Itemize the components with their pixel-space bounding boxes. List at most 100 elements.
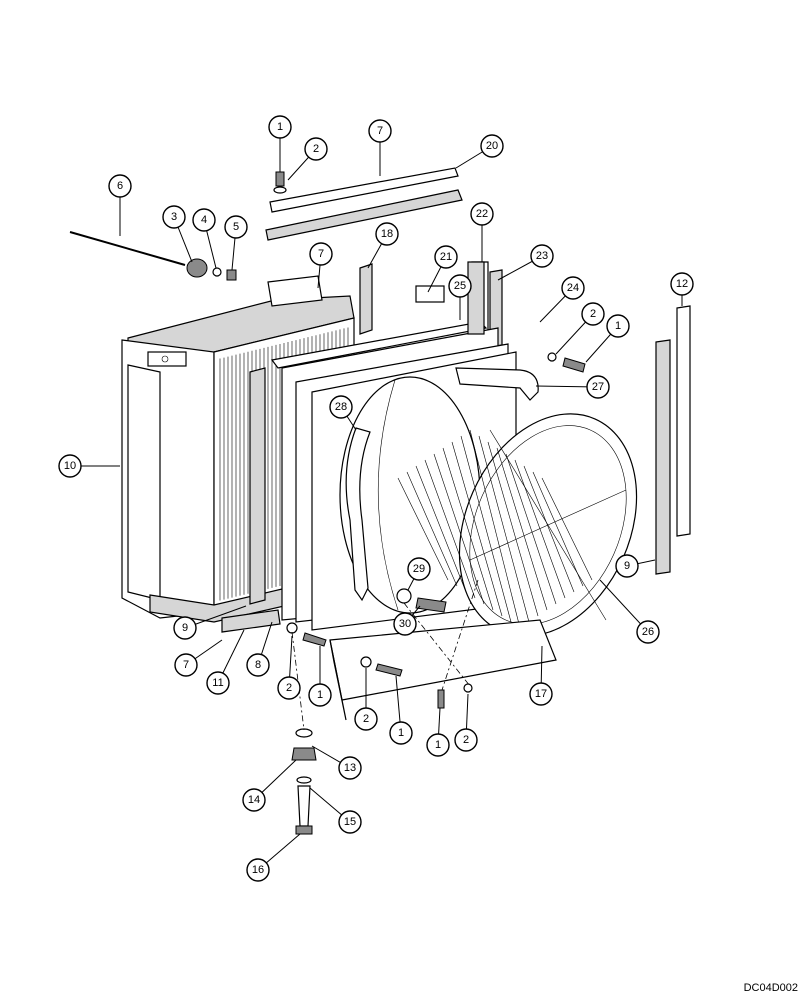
callout-label: 23 xyxy=(536,250,548,262)
callout-circle xyxy=(338,756,362,780)
callout-circle xyxy=(173,616,197,640)
callout-circle xyxy=(329,395,353,419)
callout-circle xyxy=(108,174,132,198)
callout-label: 7 xyxy=(377,125,383,137)
callout-circle xyxy=(206,671,230,695)
callout-label: 22 xyxy=(476,208,488,220)
callout-label: 13 xyxy=(344,762,356,774)
callout-label: 18 xyxy=(381,228,393,240)
callout-11: 11 xyxy=(206,629,245,695)
callout-label: 1 xyxy=(615,320,621,332)
callout-circle xyxy=(224,215,248,239)
bottom-seal-strips xyxy=(221,609,281,633)
callout-circle xyxy=(454,728,478,752)
callout-1: 1 xyxy=(426,707,450,757)
callout-2: 2 xyxy=(277,635,301,700)
callout-circle xyxy=(309,242,333,266)
callout-circle xyxy=(268,115,292,139)
callout-label: 5 xyxy=(233,221,239,233)
callout-circle xyxy=(192,208,216,232)
callout-circle xyxy=(586,375,610,399)
callout-label: 11 xyxy=(212,677,223,689)
hardware xyxy=(69,171,586,835)
callout-circle xyxy=(174,653,198,677)
callout-label: 2 xyxy=(463,734,469,746)
callout-circle xyxy=(308,683,332,707)
callout-circle xyxy=(368,119,392,143)
callout-circle xyxy=(407,557,431,581)
callout-7: 7 xyxy=(174,639,223,677)
callout-label: 7 xyxy=(318,248,324,260)
callout-circle xyxy=(277,676,301,700)
callout-2: 2 xyxy=(287,137,328,181)
callout-circle xyxy=(426,733,450,757)
callout-6: 6 xyxy=(108,174,132,236)
fan-guard xyxy=(397,413,638,637)
callout-label: 28 xyxy=(335,401,347,413)
callout-25: 25 xyxy=(448,274,472,320)
callout-label: 6 xyxy=(117,180,123,192)
callout-circle xyxy=(354,707,378,731)
callout-circle xyxy=(338,810,362,834)
callout-circle xyxy=(470,202,494,226)
callout-9: 9 xyxy=(173,605,247,640)
callout-29: 29 xyxy=(407,557,431,591)
callout-2: 2 xyxy=(454,693,478,752)
callout-3: 3 xyxy=(162,205,193,263)
callout-27: 27 xyxy=(535,375,610,399)
callout-label: 8 xyxy=(255,659,261,671)
callout-label: 1 xyxy=(277,121,283,133)
callout-26: 26 xyxy=(599,579,660,644)
callout-20: 20 xyxy=(455,134,504,169)
callout-label: 24 xyxy=(567,282,579,294)
callout-circle xyxy=(58,454,82,478)
callout-circle xyxy=(162,205,186,229)
callout-circle xyxy=(529,682,553,706)
callout-14: 14 xyxy=(242,759,297,812)
callout-circle xyxy=(480,134,504,158)
callout-circle xyxy=(375,222,399,246)
callout-label: 10 xyxy=(64,460,76,472)
callout-label: 20 xyxy=(486,140,498,152)
callout-circle xyxy=(561,276,585,300)
callout-circle xyxy=(242,788,266,812)
callout-label: 12 xyxy=(676,278,688,290)
callout-16: 16 xyxy=(246,833,301,882)
callout-1: 1 xyxy=(585,314,630,363)
callout-9: 9 xyxy=(615,554,656,578)
callout-label: 4 xyxy=(201,214,207,226)
callout-label: 2 xyxy=(363,713,369,725)
callout-label: 1 xyxy=(435,739,441,751)
callout-label: 2 xyxy=(313,143,319,155)
callout-circle xyxy=(615,554,639,578)
handles xyxy=(345,367,539,602)
callout-12: 12 xyxy=(670,272,694,306)
callout-label: 21 xyxy=(440,251,452,263)
callout-10: 10 xyxy=(58,454,120,478)
callout-23: 23 xyxy=(497,244,554,281)
callout-21: 21 xyxy=(427,245,458,293)
callout-circle xyxy=(636,620,660,644)
callout-label: 27 xyxy=(592,381,604,393)
callout-label: 9 xyxy=(182,622,188,634)
callout-label: 1 xyxy=(317,689,323,701)
callout-circle xyxy=(246,858,270,882)
callout-13: 13 xyxy=(311,745,362,780)
callout-label: 17 xyxy=(535,688,547,700)
callout-label: 16 xyxy=(252,864,264,876)
callout-1: 1 xyxy=(389,675,413,745)
callout-label: 9 xyxy=(624,560,630,572)
callout-label: 25 xyxy=(454,280,466,292)
callout-label: 3 xyxy=(171,211,177,223)
callout-24: 24 xyxy=(539,276,585,323)
callout-leader xyxy=(599,579,649,633)
callout-circle xyxy=(448,274,472,298)
callout-30: 30 xyxy=(393,605,421,636)
callout-17: 17 xyxy=(529,645,553,706)
callout-circle xyxy=(304,137,328,161)
callout-circle xyxy=(246,653,270,677)
callout-label: 2 xyxy=(590,308,596,320)
callout-label: 26 xyxy=(642,626,654,638)
